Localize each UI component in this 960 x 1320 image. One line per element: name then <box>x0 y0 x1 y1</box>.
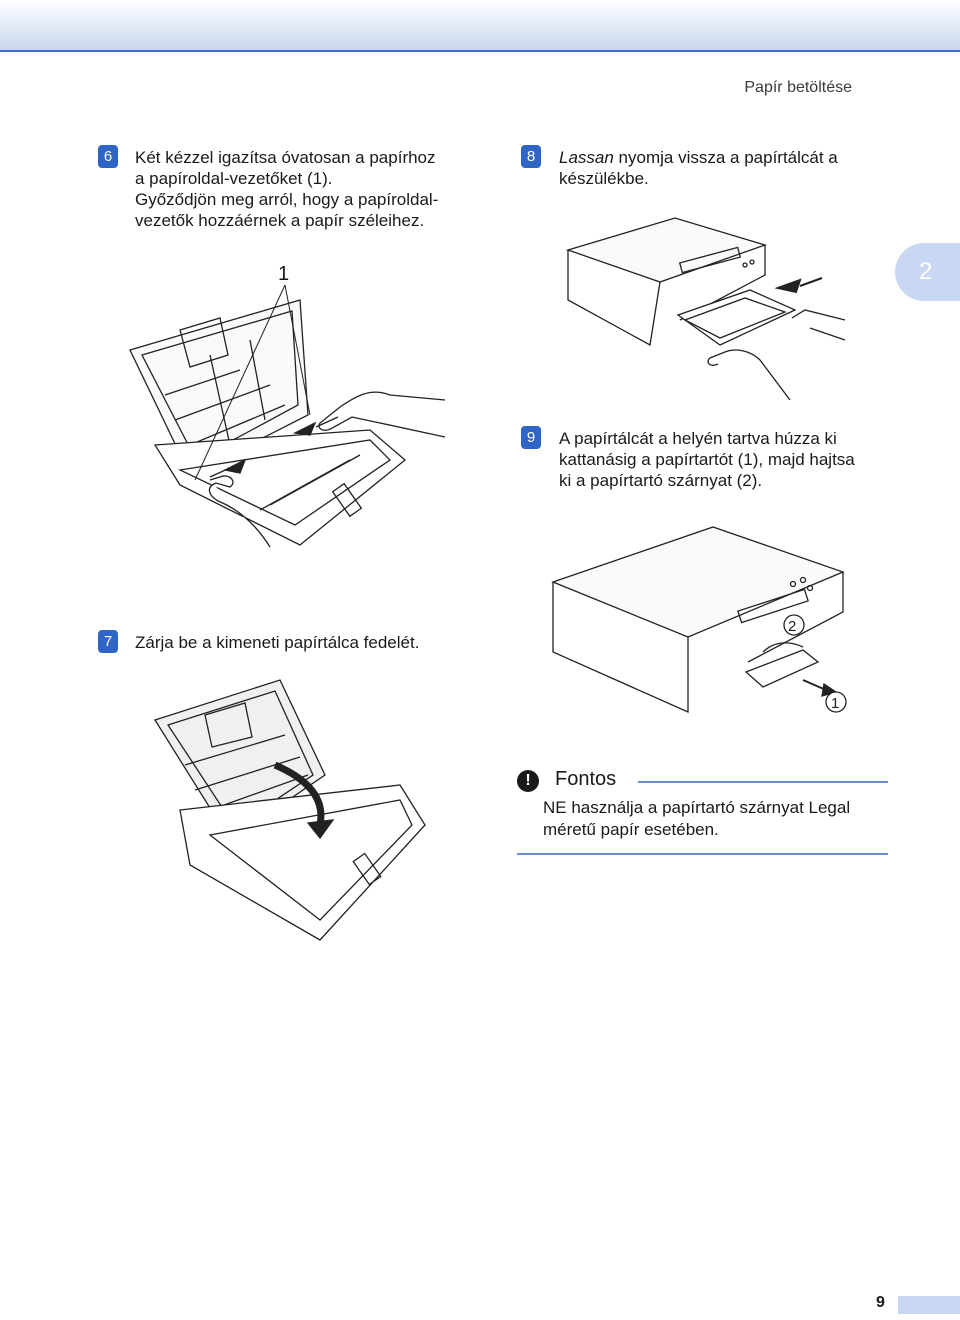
step-7-line: Zárja be a kimeneti papírtálca fedelét. <box>135 632 419 653</box>
important-title-rule <box>638 781 888 783</box>
paper-support-illustration: 2 1 <box>548 522 858 722</box>
step-7-marker: 7 <box>98 630 118 653</box>
figure-6-callout: 1 <box>278 263 289 285</box>
step-9-line: ki a papírtartó szárnyat (2). <box>559 470 855 491</box>
important-notice: ! Fontos NE használja a papírtartó szárn… <box>517 768 888 855</box>
figure-9-callout-2: 2 <box>788 618 796 635</box>
step-8-text: Lassan nyomja vissza a papírtálcát a kés… <box>559 147 838 189</box>
step-6-marker: 6 <box>98 145 118 168</box>
important-line: méretű papír esetében. <box>543 819 850 841</box>
chapter-number: 2 <box>919 258 932 286</box>
running-head: Papír betöltése <box>744 79 852 97</box>
step-6-line: Két kézzel igazítsa óvatosan a papírhoz <box>135 147 438 168</box>
step-9-line: A papírtálcát a helyén tartva húzza ki <box>559 428 855 449</box>
step-6-text: Két kézzel igazítsa óvatosan a papírhoz … <box>135 147 438 231</box>
step-9-marker: 9 <box>521 426 541 449</box>
close-output-cover-illustration <box>150 675 440 945</box>
step-8-line: nyomja vissza a papírtálcát a <box>614 148 838 167</box>
chapter-tab: 2 <box>895 243 960 301</box>
page-number-bar <box>898 1296 960 1314</box>
step-9-line: kattanásig a papírtartót (1), majd hajts… <box>559 449 855 470</box>
push-tray-illustration <box>560 210 850 400</box>
step-6-line: vezetők hozzáérnek a papír széleihez. <box>135 210 438 231</box>
step-8-emphasis: Lassan <box>559 148 614 167</box>
important-line: NE használja a papírtartó szárnyat Legal <box>543 797 850 819</box>
step-9-text: A papírtálcát a helyén tartva húzza ki k… <box>559 428 855 491</box>
exclamation-icon: ! <box>517 770 539 792</box>
figure-9-callout-1: 1 <box>831 695 839 712</box>
step-6-line: Győződjön meg arról, hogy a papíroldal- <box>135 189 438 210</box>
step-8-marker: 8 <box>521 145 541 168</box>
step-7-text: Zárja be a kimeneti papírtálca fedelét. <box>135 632 419 653</box>
important-title: Fontos <box>555 768 616 791</box>
important-text: NE használja a papírtartó szárnyat Legal… <box>543 797 850 841</box>
paper-tray-guides-illustration: 1 <box>120 255 460 555</box>
step-6-line: a papíroldal-vezetőket (1). <box>135 168 438 189</box>
page-number: 9 <box>876 1294 885 1312</box>
step-8-line: készülékbe. <box>559 168 838 189</box>
header-band <box>0 0 960 52</box>
